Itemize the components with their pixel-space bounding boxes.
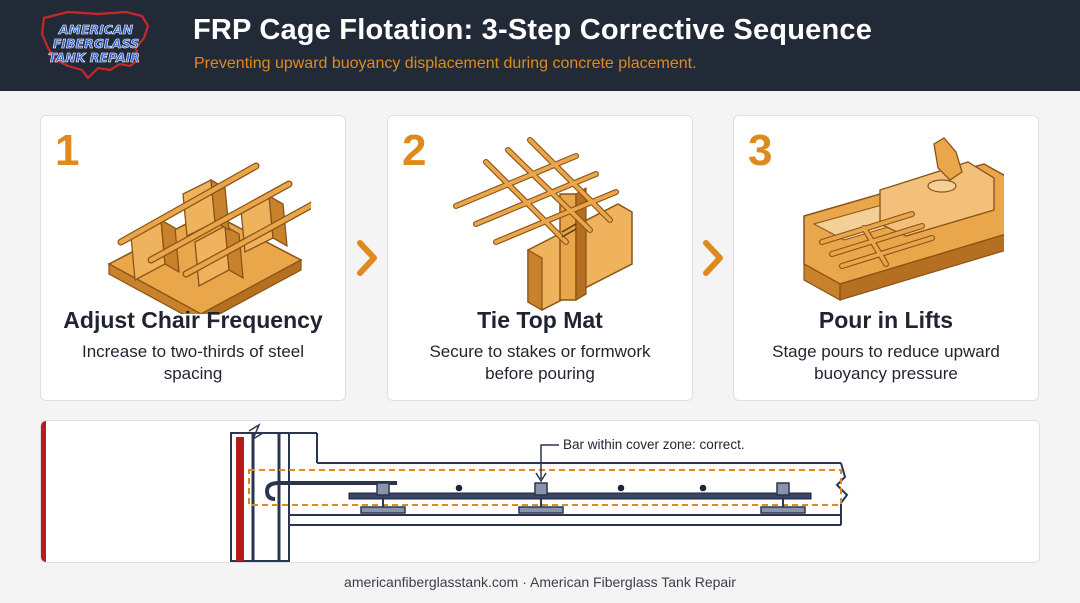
step-card-1: 1 Adjust Chair Frequency Increase to two… (40, 115, 346, 401)
step-description: Stage pours to reduce upward buoyancy pr… (772, 342, 1000, 383)
slab-cross-section-diagram (230, 423, 849, 562)
chevron-right-icon (703, 240, 723, 276)
step-description: Secure to stakes or formwork before pour… (429, 342, 651, 383)
cover-zone-diagram-panel: Bar within cover zone: correct. (40, 420, 1040, 563)
logo-line-3: TANK REPAIR (48, 50, 140, 65)
step-number: 1 (55, 126, 80, 175)
step-number: 3 (748, 126, 773, 175)
step-description: Increase to two-thirds of steel spacing (81, 342, 305, 383)
cover-zone-callout: Bar within cover zone: correct. (563, 437, 745, 452)
footer-text: americanfiberglasstank.com · American Fi… (344, 574, 736, 590)
logo-line-2: FIBERGLASS (53, 36, 139, 51)
usa-map-logo-icon: AMERICAN FIBERGLASS TANK REPAIR (40, 10, 150, 80)
step-title: Pour in Lifts (818, 307, 954, 333)
step-title: Tie Top Mat (477, 307, 603, 333)
tied-rebar-mat-illustration-icon (453, 137, 633, 312)
step-card-3: 3 Pour in Lifts Stage pours to reduce up… (733, 115, 1039, 401)
step-title: Adjust Chair Frequency (63, 307, 323, 333)
rebar-chairs-illustration-icon (107, 162, 311, 314)
page-title: FRP Cage Flotation: 3-Step Corrective Se… (193, 14, 873, 46)
chevron-right-icon (357, 240, 377, 276)
header-bar: AMERICAN FIBERGLASS TANK REPAIR FRP Cage… (0, 0, 1080, 91)
step-number: 2 (402, 126, 427, 175)
page-subtitle: Preventing upward buoyancy displacement … (194, 55, 697, 72)
step-card-2: 2 Tie Top Mat Secure to stakes or formwo… (387, 115, 693, 401)
panel-accent-bar (41, 421, 46, 562)
concrete-pour-lifts-illustration-icon (803, 137, 1004, 302)
logo-line-1: AMERICAN (58, 22, 134, 37)
